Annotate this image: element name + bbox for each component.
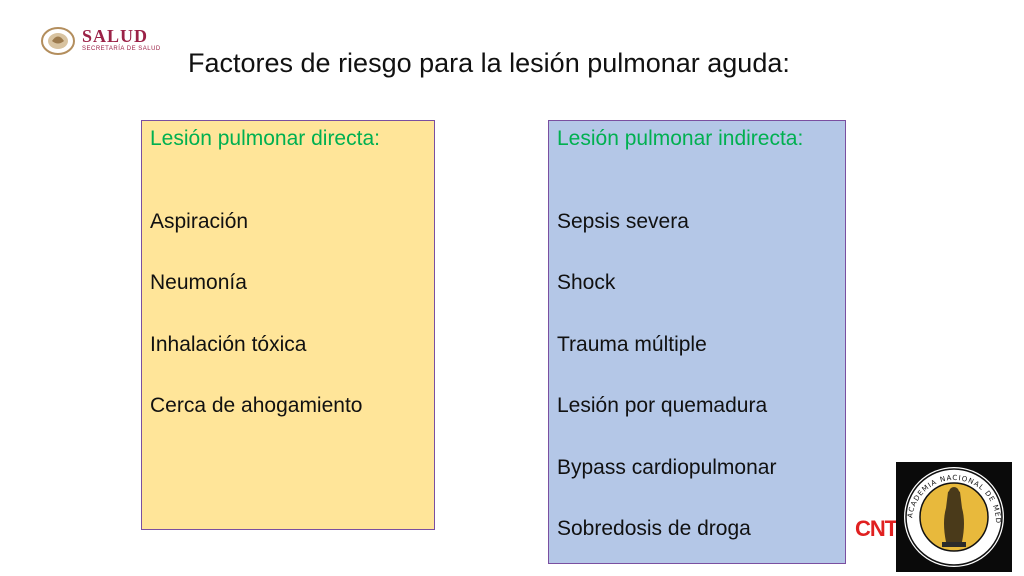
list-item: Lesión por quemadura: [557, 394, 768, 417]
list-item: Sobredosis de droga: [557, 517, 751, 540]
academy-seal-icon: ACADEMIA NACIONAL DE MEDICINA · MÉXICO: [896, 462, 1004, 567]
list-item: Neumonía: [150, 271, 247, 294]
indirect-injury-box: Lesión pulmonar indirecta: Sepsis severa…: [548, 120, 846, 564]
list-item: Bypass cardiopulmonar: [557, 456, 777, 479]
academia-medicina-seal: ACADEMIA NACIONAL DE MEDICINA · MÉXICO: [896, 462, 1012, 572]
direct-injury-box: Lesión pulmonar directa: Aspiración Neum…: [141, 120, 435, 530]
list-item: Inhalación tóxica: [150, 333, 307, 356]
list-item: Sepsis severa: [557, 210, 689, 233]
logo-word: SALUD: [82, 26, 149, 46]
list-item: Cerca de ahogamiento: [150, 394, 363, 417]
direct-heading: Lesión pulmonar directa:: [150, 127, 380, 150]
logo-subtitle: SECRETARÍA DE SALUD: [82, 46, 161, 52]
list-item: Aspiración: [150, 210, 249, 233]
indirect-heading: Lesión pulmonar indirecta:: [557, 127, 804, 150]
slide-title: Factores de riesgo para la lesión pulmon…: [188, 48, 790, 78]
mexico-seal-icon: [41, 27, 75, 55]
list-item: Shock: [557, 271, 616, 294]
list-item: Trauma múltiple: [557, 333, 707, 356]
salud-logo: SALUD SECRETARÍA DE SALUD: [40, 26, 180, 56]
